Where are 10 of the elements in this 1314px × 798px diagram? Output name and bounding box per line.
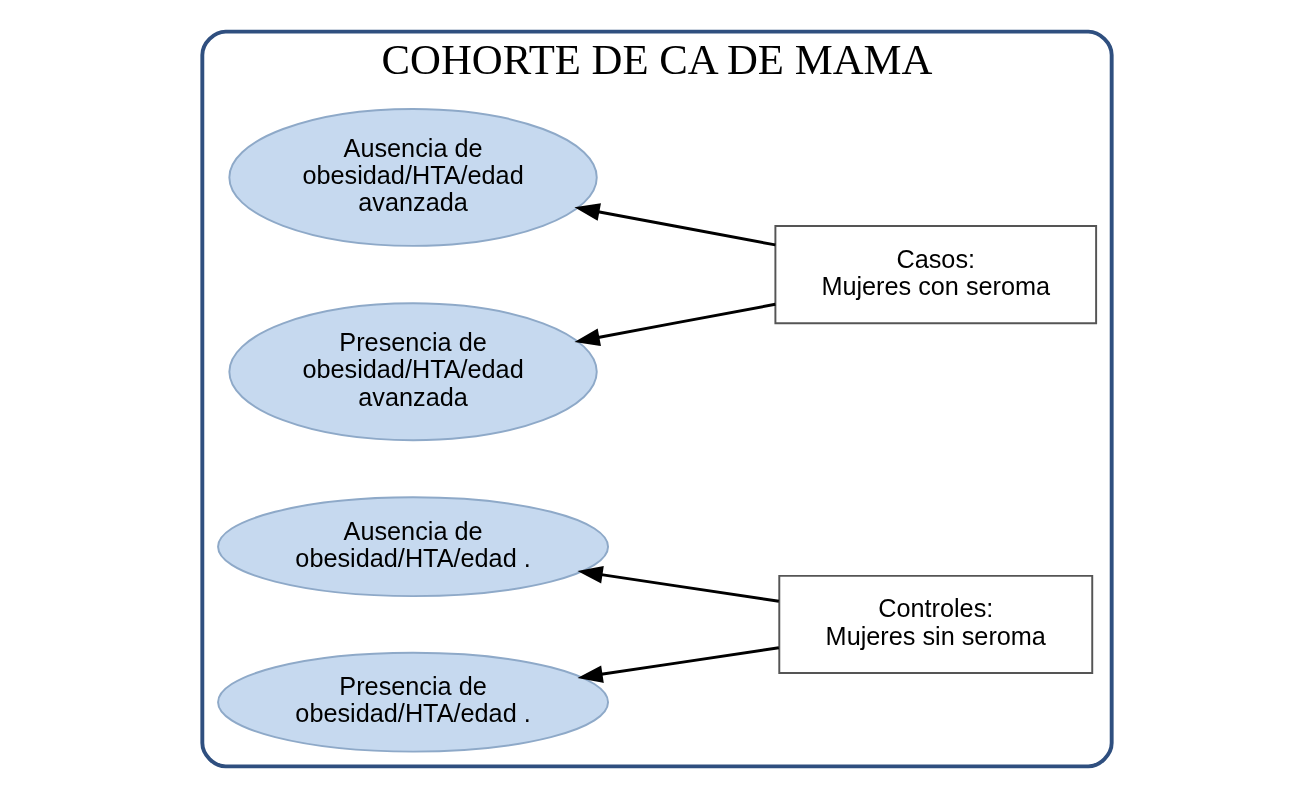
node-ellipse: Presencia de obesidad/HTA/edad . <box>217 651 610 753</box>
arrow <box>574 302 776 346</box>
arrow <box>574 203 776 247</box>
node-ellipse: Ausencia de obesidad/HTA/edad . <box>217 496 610 598</box>
arrow <box>577 566 780 603</box>
node-ellipse: Presencia de obesidad/HTA/edad avanzada <box>228 302 598 442</box>
node-box: Casos: Mujeres con seroma <box>774 225 1098 325</box>
node-box: Controles: Mujeres sin seroma <box>778 574 1094 675</box>
arrow <box>577 646 780 683</box>
node-ellipse: Ausencia de obesidad/HTA/edad avanzada <box>228 108 598 247</box>
